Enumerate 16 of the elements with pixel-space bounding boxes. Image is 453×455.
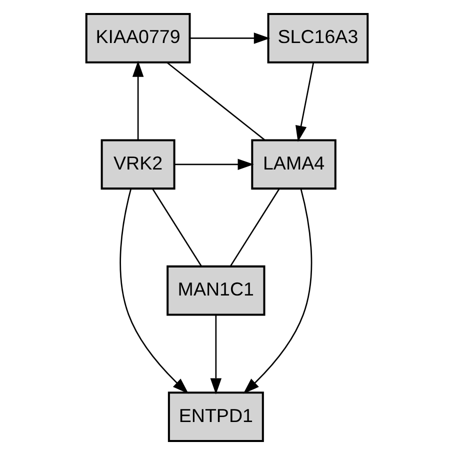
node-box: VRK2: [100, 139, 175, 190]
arrow: [132, 60, 144, 140]
arrow: [242, 188, 312, 394]
arrow: [174, 158, 254, 170]
arrow: [119, 188, 188, 394]
arrow: [210, 315, 222, 394]
node-box: LAMA4: [250, 139, 336, 190]
node-box: SLC16A3: [266, 13, 368, 64]
connector: [229, 188, 280, 266]
connector: [166, 62, 264, 140]
node-box: ENTPD1: [167, 392, 264, 442]
node-box: KIAA0779: [84, 13, 190, 64]
connector: [152, 188, 202, 266]
arrow: [294, 62, 314, 142]
node-box: MAN1C1: [166, 265, 265, 316]
arrow: [190, 32, 270, 44]
